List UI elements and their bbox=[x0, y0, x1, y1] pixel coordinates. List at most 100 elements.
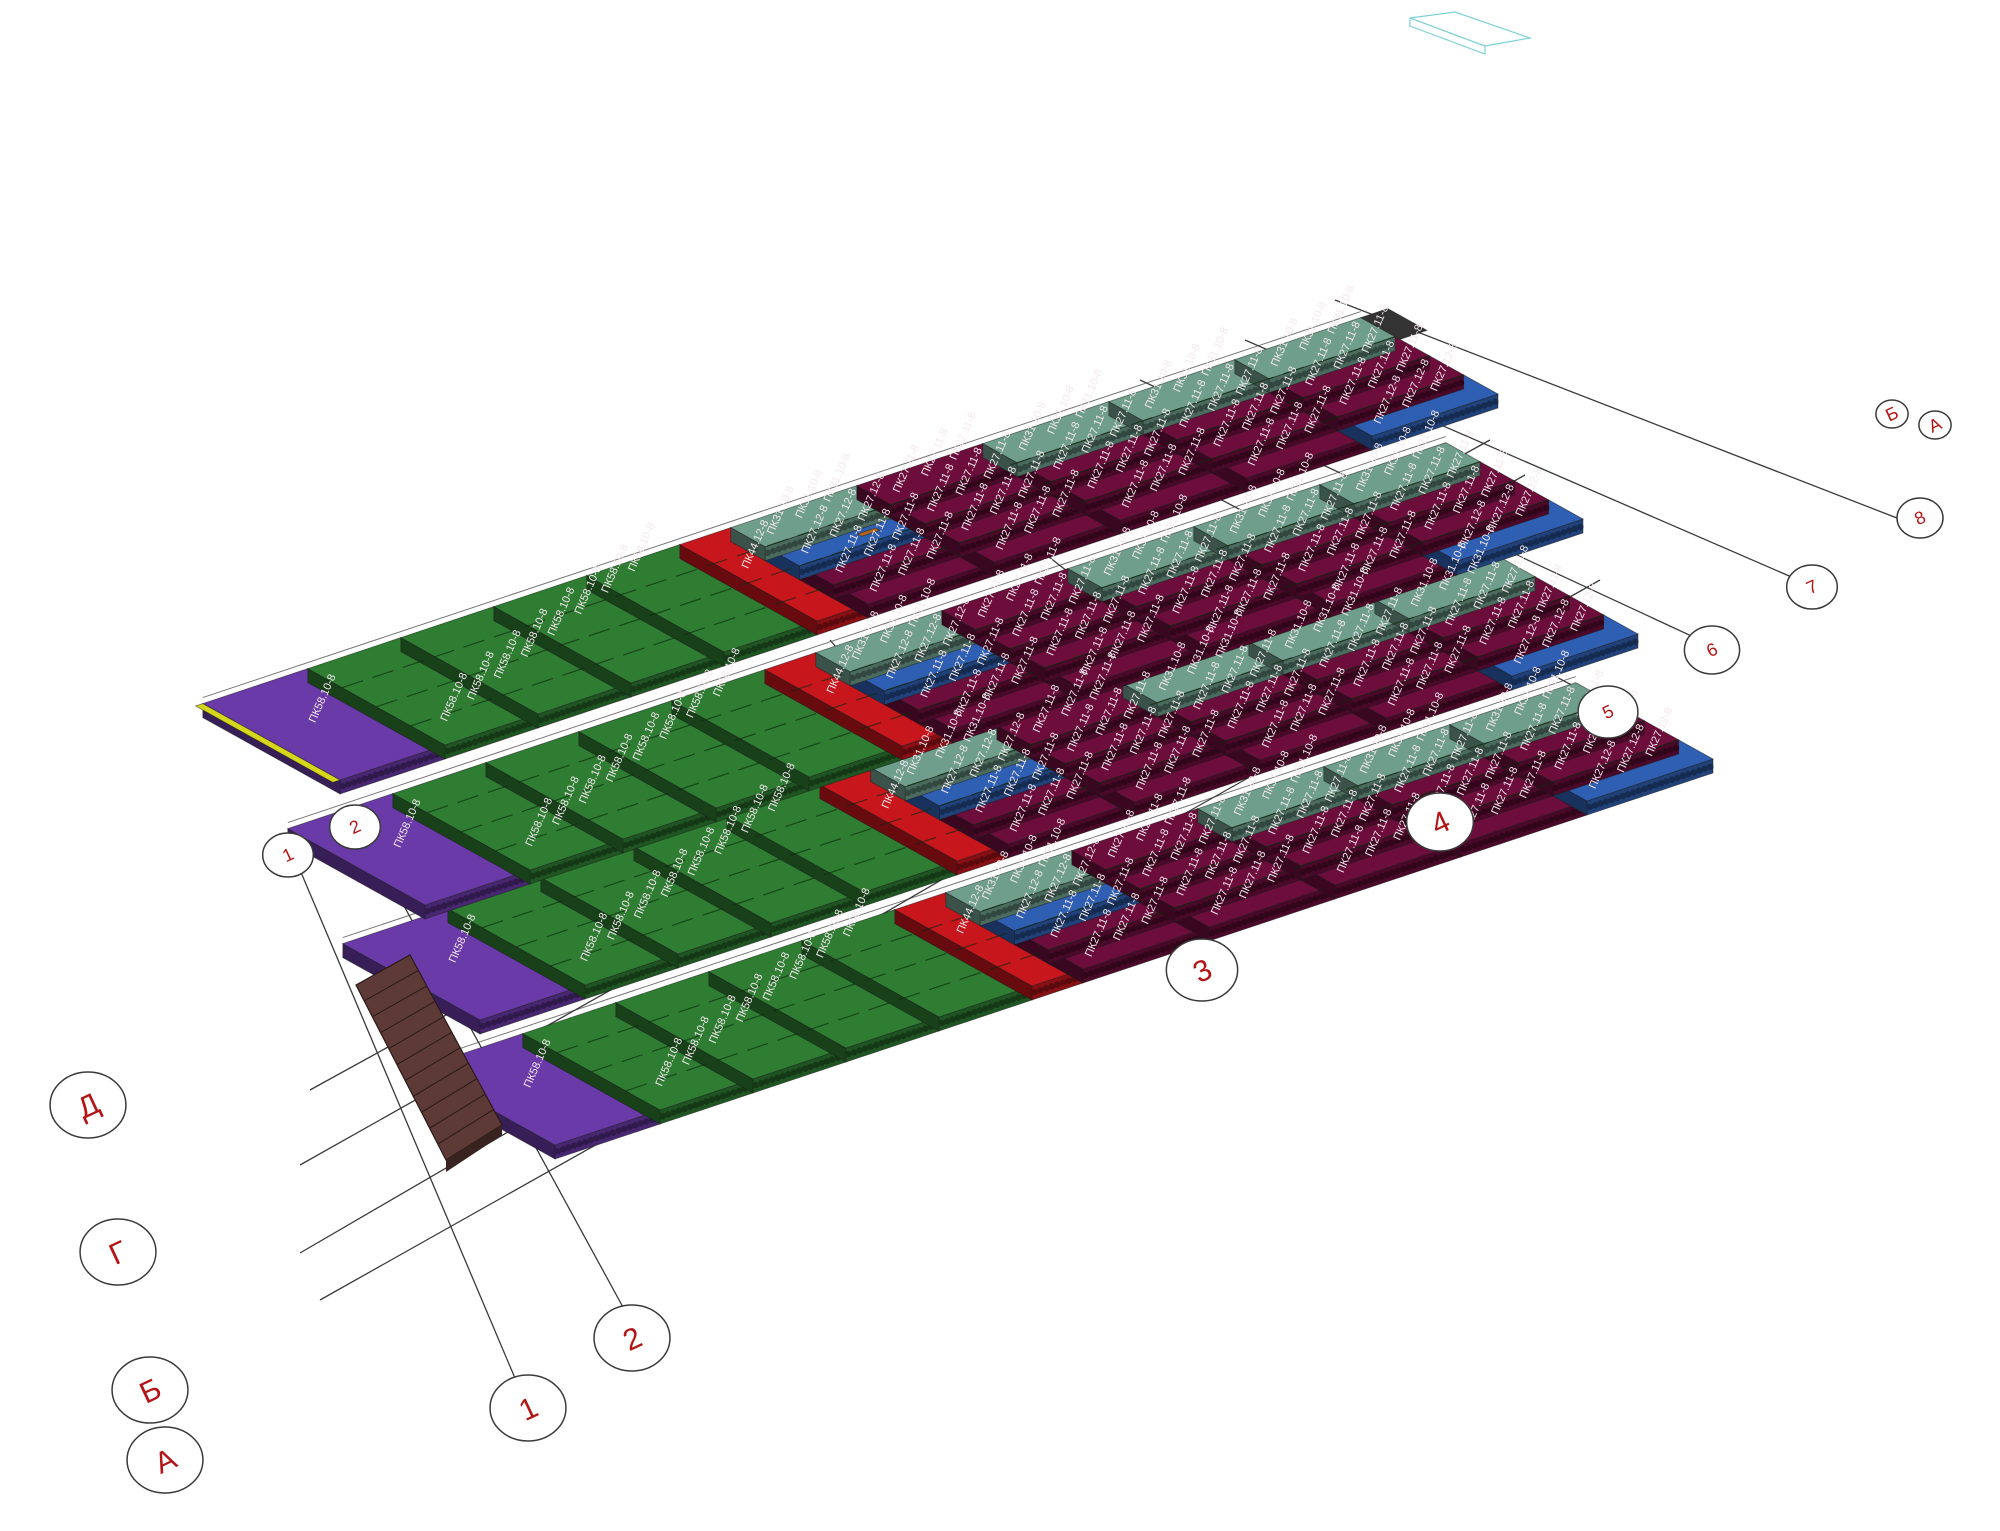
floor-1-slab-zone-core bbox=[1532, 730, 1540, 737]
floor-3-slab-zone-core bbox=[1145, 575, 1152, 583]
floor-1-slab-zone-core bbox=[1344, 854, 1351, 861]
floor-1-slab-zone-core bbox=[1320, 831, 1328, 838]
floor-1-slab-zone-core bbox=[1229, 892, 1236, 899]
floor-3-slab-zone-core bbox=[905, 686, 913, 693]
floor-2-slab-zone-core bbox=[1417, 679, 1424, 687]
floor-2-slab-zone-core bbox=[1140, 711, 1147, 718]
floor-1-slab-zone-core bbox=[1183, 877, 1191, 884]
floor-2-slab-zone-core bbox=[1026, 779, 1034, 786]
floor-4-slab-green-3-core bbox=[783, 634, 791, 642]
floor-2-slab-green-2-core bbox=[781, 922, 788, 929]
floor-3-slab-zone-core bbox=[1107, 588, 1114, 596]
floor-2-slab-zone-core bbox=[1211, 687, 1218, 694]
floor-3-slab-zone-core bbox=[904, 656, 911, 663]
floor-3-slab-zone-core bbox=[883, 693, 891, 701]
floor-2-slab-zone-core bbox=[1307, 716, 1314, 723]
floor-2-slab-green-2-core bbox=[792, 918, 799, 925]
floor-1-slab-zone-core bbox=[1335, 795, 1343, 803]
floor-1-slab-zone-core bbox=[1535, 790, 1543, 797]
floor-3-slab-zone-core bbox=[1177, 657, 1184, 664]
floor-1-slab-zone-core bbox=[1315, 833, 1322, 840]
floor-4-slab-zone-core bbox=[833, 587, 840, 595]
floor-1-slab-green-2-core bbox=[894, 1034, 902, 1041]
floor-3-slab-purple-core bbox=[446, 900, 454, 907]
floor-1-slab-zone-core bbox=[1338, 856, 1346, 863]
floor-3-slab-zone-core bbox=[898, 658, 906, 665]
floor-4-slab-zone-core bbox=[955, 577, 962, 585]
floor-2-slab-zone-core bbox=[1359, 638, 1366, 645]
floor-3-slab-zone-core bbox=[1214, 614, 1221, 621]
floor-3-slab-zone-core bbox=[1422, 544, 1429, 552]
floor-1-slab-zone-core bbox=[1126, 957, 1133, 964]
floor-3-slab-green-1-core bbox=[699, 816, 706, 823]
floor-1-slab-zone-core bbox=[1238, 858, 1245, 866]
floor-3-slab-purple-core bbox=[507, 880, 514, 887]
floor-4-slab-zone-core bbox=[860, 578, 867, 585]
floor-2-slab-zone-core bbox=[1162, 703, 1169, 711]
floor-1-slab-zone-core bbox=[1368, 784, 1376, 792]
floor-2-slab-zone-core bbox=[1632, 638, 1639, 646]
floor-3-slab-zone-core bbox=[1560, 529, 1568, 536]
floor-3-slab-zone-core bbox=[1248, 633, 1255, 640]
floor-4-slab-green-2-core bbox=[696, 664, 703, 671]
floor-2-slab-zone-core bbox=[1507, 588, 1514, 596]
floor-2-slab-zone-core bbox=[1338, 675, 1346, 682]
floor-2-slab-zone-core bbox=[1181, 758, 1188, 765]
floor-4-slab-purple-core bbox=[422, 755, 429, 762]
floor-1-slab-zone-core bbox=[1167, 882, 1174, 889]
floor-2-slab-zone-core bbox=[1321, 650, 1328, 658]
floor-2-slab-zone-core bbox=[1303, 748, 1310, 755]
floor-3-slab-zone-core bbox=[1412, 578, 1420, 585]
floor-2-slab-zone-core bbox=[1238, 678, 1246, 685]
floor-2-slab-zone-core bbox=[1331, 647, 1339, 654]
floor-3-slab-zone-core bbox=[1110, 648, 1117, 656]
floor-2-slab-green-3-core bbox=[912, 878, 920, 885]
floor-1-slab-zone-core bbox=[1511, 737, 1518, 744]
floor-4-slab-zone-core bbox=[775, 545, 782, 553]
floor-2-slab-zone-core bbox=[1178, 698, 1186, 705]
floor-3-slab-zone-core bbox=[1471, 528, 1478, 535]
floor-1-slab-green-1-core bbox=[774, 1074, 781, 1082]
floor-2-slab-zone-core bbox=[1552, 604, 1559, 611]
floor-2-slab-zone-core bbox=[1118, 718, 1125, 725]
floor-1-slab-zone-core bbox=[1537, 820, 1544, 827]
floor-2-slab-zone-core bbox=[1285, 723, 1292, 731]
floor-2-slab-green-3-core bbox=[896, 883, 903, 891]
floor-2-slab-zone-core bbox=[1119, 748, 1127, 755]
floor-2-slab-zone-core bbox=[1160, 795, 1168, 803]
floor-2-slab-purple-core bbox=[496, 1017, 503, 1024]
floor-3-slab-zone-core bbox=[1492, 491, 1499, 498]
floor-2-slab-zone-core bbox=[1262, 700, 1269, 708]
floor-2-slab-zone-core bbox=[1269, 729, 1276, 736]
floor-3-slab-zone-core bbox=[1271, 533, 1278, 541]
floor-4-slab-zone-core bbox=[1096, 500, 1103, 507]
floor-2-slab-zone-core bbox=[1081, 761, 1088, 768]
floor-1-slab-zone-core bbox=[1109, 962, 1117, 970]
floor-3-slab-red-core bbox=[935, 737, 942, 744]
floor-2-slab-zone-core bbox=[1147, 739, 1154, 746]
floor-1-slab-zone-core bbox=[1572, 747, 1580, 754]
floor-4-slab-zone-core bbox=[999, 563, 1006, 570]
floor-3-slab-zone-core bbox=[1064, 633, 1072, 640]
floor-3-slab-zone-core bbox=[1218, 582, 1225, 589]
floor-3-slab-zone-core bbox=[1322, 547, 1329, 554]
floor-2-slab-zone-core bbox=[1360, 668, 1368, 675]
floor-3-slab-green-1-core bbox=[666, 827, 673, 834]
floor-3-slab-zone-core bbox=[959, 638, 966, 645]
floor-3-slab-zone-core bbox=[958, 730, 965, 737]
floor-2-slab-zone-core bbox=[1100, 815, 1108, 823]
floor-3-slab-zone-core bbox=[1329, 575, 1336, 583]
floor-1-slab-green-1-core bbox=[752, 1081, 759, 1089]
floor-3-slab-zone-core bbox=[1134, 579, 1141, 586]
floor-3-slab-zone-core bbox=[1393, 523, 1400, 531]
floor-3-slab-zone-core bbox=[1135, 609, 1143, 617]
floor-3-slab-zone-core bbox=[929, 709, 936, 716]
floor-1-slab-zone-core bbox=[1438, 853, 1446, 860]
floor-4-slab-green-1-core bbox=[603, 695, 610, 702]
floor-1-slab-zone-core bbox=[1108, 932, 1115, 940]
floor-2-slab-zone-core bbox=[1514, 616, 1521, 624]
floor-3-slab-zone-core bbox=[1210, 646, 1217, 653]
floor-3-slab-green-3 bbox=[670, 669, 903, 792]
floor-3-slab-green-2-core bbox=[721, 809, 728, 816]
floor-3-slab-zone-core bbox=[1337, 512, 1344, 519]
